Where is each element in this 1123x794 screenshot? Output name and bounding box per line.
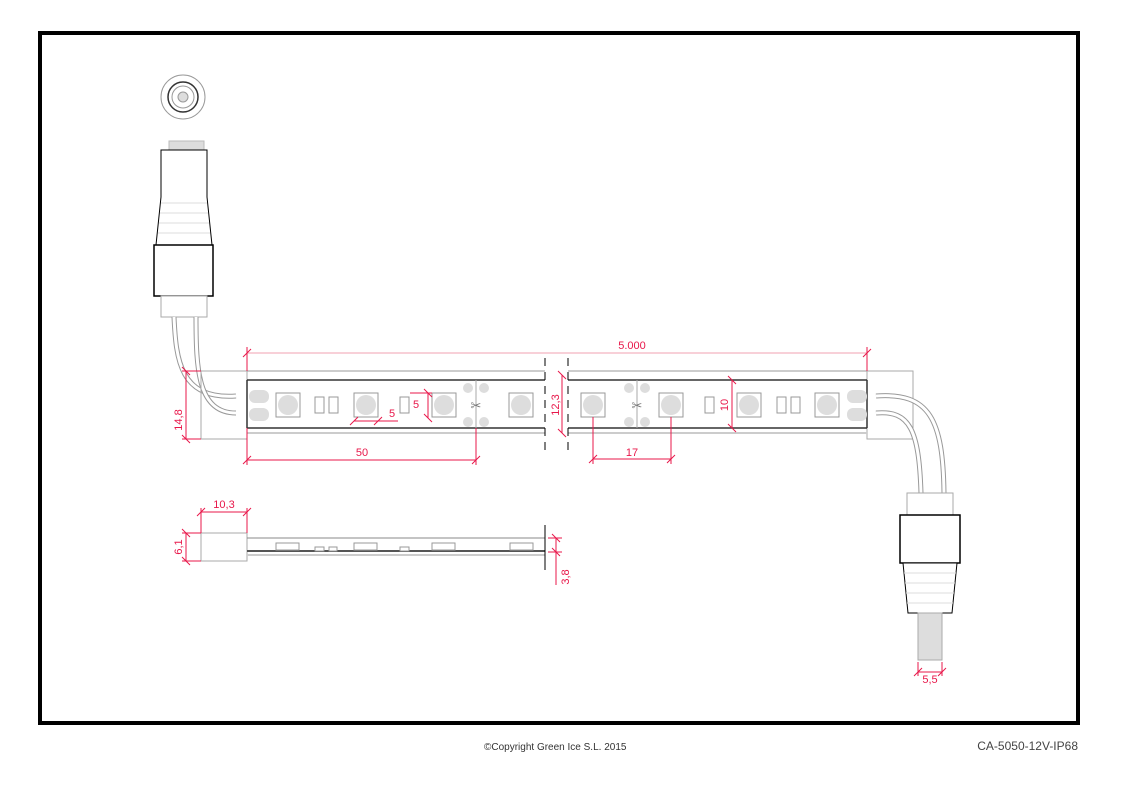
dim-total-length: 5.000 bbox=[618, 340, 646, 352]
dim-plug-diameter: 5,5 bbox=[922, 674, 937, 686]
dim-profile-width: 12,3 bbox=[550, 394, 562, 415]
dc-jack-female bbox=[153, 74, 237, 416]
copyright-text: ©Copyright Green Ice S.L. 2015 bbox=[484, 742, 627, 753]
dim-cap-thickness: 6,1 bbox=[173, 539, 185, 554]
dc-plug-male bbox=[875, 393, 961, 661]
dim-led-pitch: 17 bbox=[626, 447, 638, 459]
dimension-lines bbox=[181, 347, 947, 677]
dim-led-width: 5 bbox=[389, 408, 395, 420]
dim-strip-thickness: 3,8 bbox=[560, 569, 572, 584]
dim-cap-height: 14,8 bbox=[173, 409, 185, 430]
dim-led-height: 5 bbox=[413, 399, 419, 411]
strip-side-view bbox=[200, 525, 546, 570]
drawing-title: CA-5050-12V-IP68 bbox=[977, 739, 1078, 753]
strip-top-view bbox=[200, 358, 914, 452]
dim-pcb-width: 10 bbox=[719, 399, 731, 411]
drawing-frame bbox=[38, 31, 1080, 725]
dim-cap-length: 10,3 bbox=[213, 499, 234, 511]
dim-cut-unit: 50 bbox=[356, 447, 368, 459]
